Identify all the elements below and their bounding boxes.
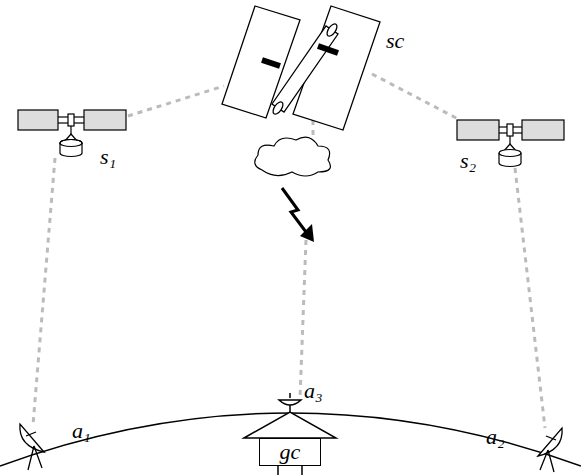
antenna-a2 [538,428,562,472]
satellite-sc [222,6,380,130]
cloud [255,137,331,176]
antenna-a1 [20,424,44,470]
ground-station-house [244,393,336,475]
antenna-label: a₂ [486,426,505,448]
lightning-bolt [282,188,306,232]
radio-link [33,74,545,428]
satellite-label: s₁ [100,146,116,168]
antenna-label: a₁ [72,420,91,442]
lightning-arrowhead [300,224,314,242]
satellite-label: s₂ [460,150,476,172]
antenna-label: a₃ [304,380,323,402]
node-text: gc [280,441,301,463]
earth-surface [0,413,581,466]
satellite-label: sc [386,30,404,52]
ground-control-box: gc [259,438,321,466]
